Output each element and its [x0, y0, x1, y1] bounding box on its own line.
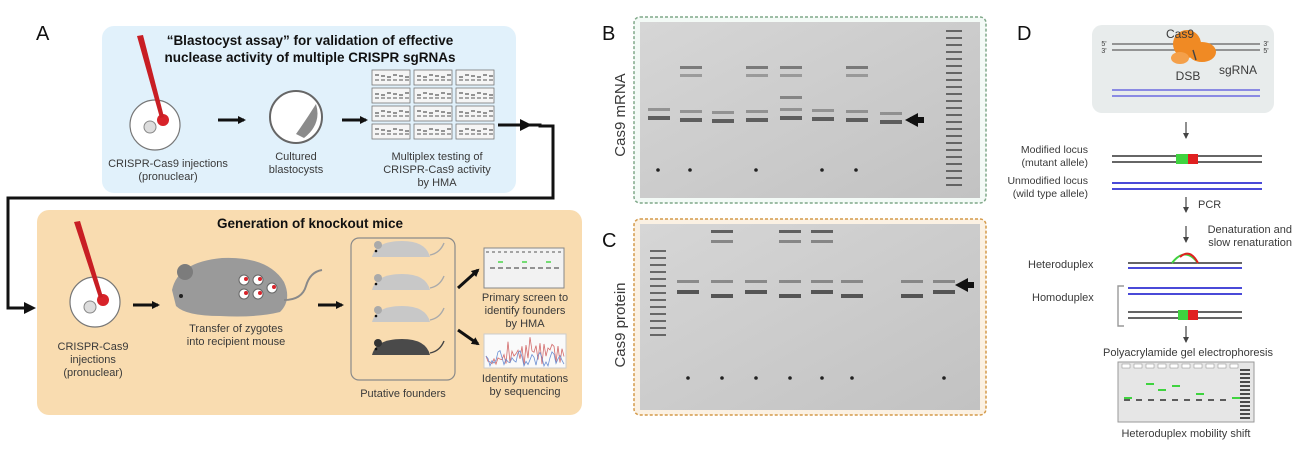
wildtype-allele [1112, 182, 1262, 190]
unmodified-line2: (wild type allele) [1013, 188, 1088, 200]
panel-d-label: D [1017, 23, 1031, 45]
cas9-protein-gel [640, 224, 980, 410]
panel-c-label: C [602, 230, 616, 252]
screening-gel-icon [483, 247, 565, 289]
connector-arrow [6, 123, 555, 310]
homoduplex-label: Homoduplex [1032, 292, 1094, 304]
bottom-injection-line1: CRISPR-Cas9 [58, 341, 129, 353]
shift-label: Heteroduplex mobility shift [1121, 428, 1250, 440]
panel-b: B Cas9 mRNA [602, 16, 987, 204]
mutant-allele [1112, 154, 1262, 164]
sequencing-trace-icon [483, 333, 567, 369]
multiplex-line1: Multiplex testing of [391, 151, 483, 163]
panel-b-label: B [602, 23, 615, 45]
bottom-title: Generation of knockout mice [217, 216, 404, 231]
top-injection-line2: (pronuclear) [138, 171, 197, 183]
cultured-line1: Cultured [275, 151, 317, 163]
gel-b-arrow-shaft [910, 117, 924, 123]
bottom-injection-line3: (pronuclear) [63, 367, 122, 379]
homoduplex-strands [1128, 287, 1242, 320]
connector-arrowhead-top [520, 119, 532, 131]
gel-c-arrow-shaft [962, 282, 974, 288]
seq-line1: Identify mutations [482, 373, 569, 385]
homoduplex-bracket [1117, 285, 1124, 327]
top-title-line1: “Blastocyst assay” for validation of eff… [167, 33, 454, 48]
founder-mice [372, 241, 445, 355]
gel-c-bands [650, 230, 955, 380]
screen-line3: by HMA [505, 318, 545, 330]
multiplex-gel-grid-icon [371, 69, 495, 140]
injection-zygote-icon-bottom [69, 221, 121, 328]
blastocyst-icon [269, 90, 323, 144]
cas9-label: Cas9 [1166, 27, 1194, 41]
founders-label: Putative founders [360, 388, 446, 400]
prime5-a: 5' [1101, 41, 1106, 48]
denat-line2: slow renaturation [1208, 237, 1292, 249]
multiplex-line2: CRISPR-Cas9 activity [383, 164, 491, 176]
modified-line2: (mutant allele) [1021, 157, 1088, 169]
panel-b-ylabel: Cas9 mRNA [612, 73, 629, 156]
screen-line1: Primary screen to [482, 292, 568, 304]
pcr-label: PCR [1198, 199, 1221, 211]
denat-line1: Denaturation and [1208, 224, 1292, 236]
screen-line2: identify founders [485, 305, 566, 317]
prime5-b: 5' [1263, 48, 1268, 55]
cas9-protein-icon [1171, 30, 1216, 64]
founders-box [350, 237, 456, 381]
panel-c-ylabel: Cas9 protein [612, 282, 629, 367]
seq-line2: by sequencing [490, 386, 561, 398]
recipient-mouse-icon [172, 257, 323, 317]
prime3-b: 3' [1263, 41, 1268, 48]
knockout-mice-box [37, 210, 582, 415]
unmodified-line1: Unmodified locus [1007, 175, 1088, 187]
cultured-line2: blastocysts [269, 164, 324, 176]
gel-b-bands [648, 30, 962, 186]
heteroduplex-label: Heteroduplex [1028, 259, 1094, 271]
heteroduplex-strands [1128, 252, 1242, 269]
panel-c: C Cas9 protein [602, 218, 987, 416]
arrow-to-sequencing [457, 328, 480, 346]
prime3-a: 3' [1101, 48, 1106, 55]
transfer-line2: into recipient mouse [187, 336, 285, 348]
cas9-complex-box [1092, 25, 1274, 113]
panel-d: D Cas9 DSB sgRNA 5' 3' 3' 5' Modified lo… [1007, 23, 1292, 440]
sgrna-label: sgRNA [1219, 63, 1257, 77]
modified-line1: Modified locus [1021, 144, 1088, 156]
injection-zygote-icon [129, 35, 181, 151]
page-label: Polyacrylamide gel electrophoresis [1103, 347, 1273, 359]
panel-a-label: A [36, 23, 50, 45]
gel-c-arrow-icon [955, 278, 968, 292]
bottom-injection-line2: injections [70, 354, 116, 366]
panel-a: A “Blastocyst assay” for validation of e… [6, 23, 582, 415]
multiplex-line3: by HMA [417, 177, 457, 189]
top-title-line2: nuclease activity of multiple CRISPR sgR… [164, 50, 455, 65]
transfer-line1: Transfer of zygotes [189, 323, 283, 335]
top-injection-line1: CRISPR-Cas9 injections [108, 158, 228, 170]
arrow-to-screen [456, 268, 480, 290]
mobility-shift-gel-icon [1117, 361, 1255, 423]
dsb-label: DSB [1176, 69, 1201, 83]
connector-arrowhead-bottom [24, 302, 36, 314]
